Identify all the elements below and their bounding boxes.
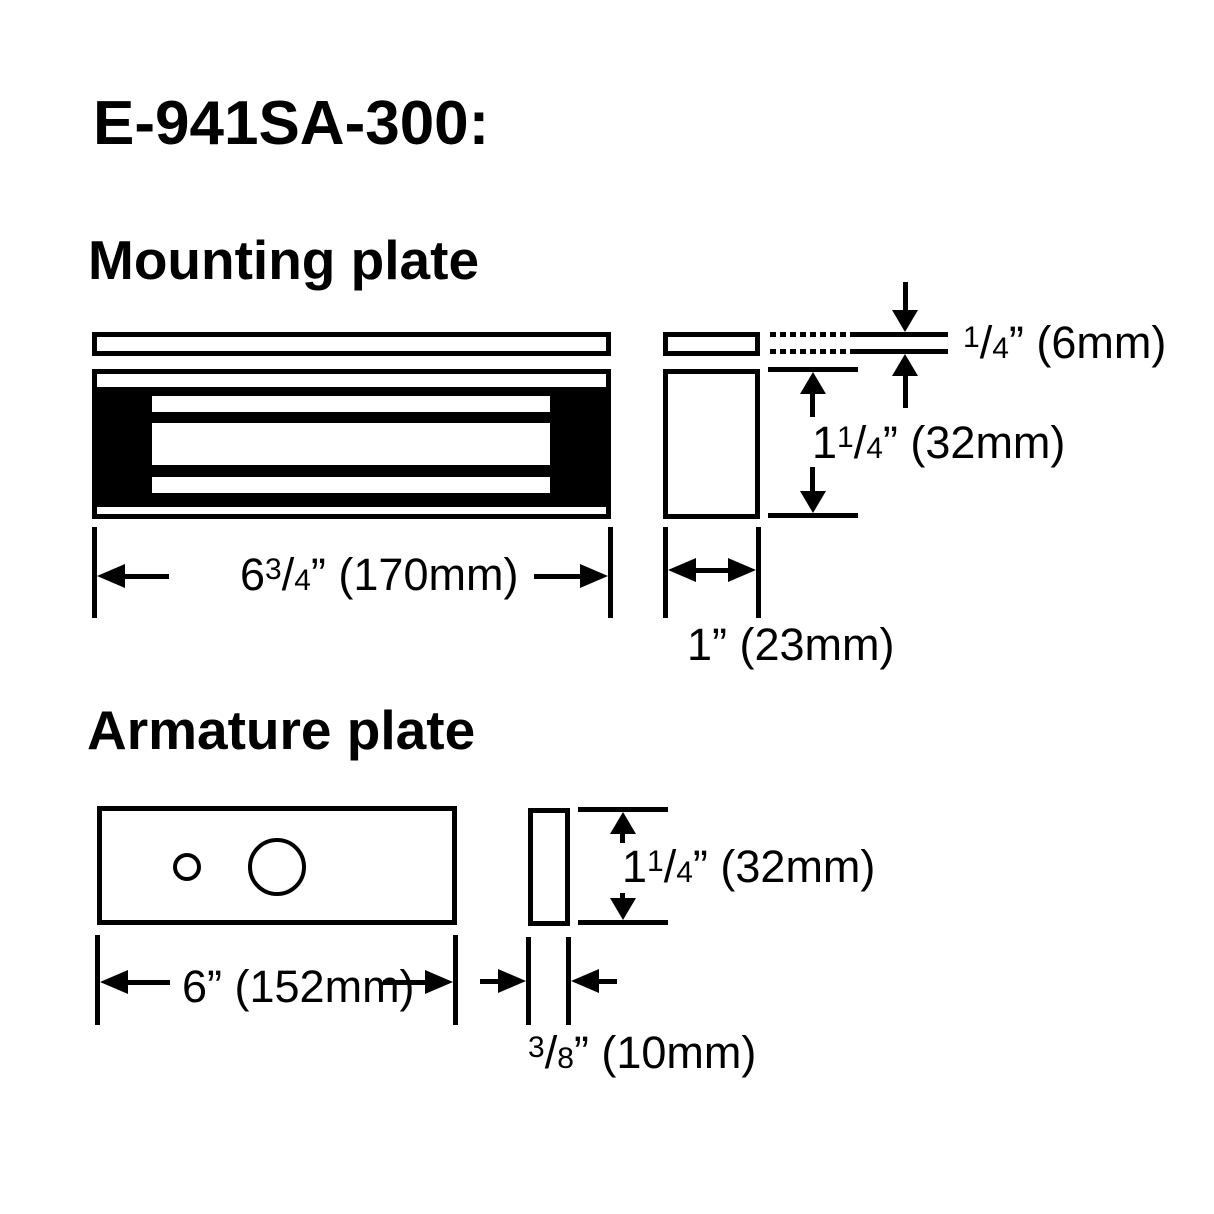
dim-label-armature-width: 6” (152mm) (182, 964, 415, 1009)
arrow-shaft (480, 979, 500, 984)
fraction-denominator: 4 (294, 564, 311, 597)
magnet-lamination-bar-middle (152, 423, 550, 465)
arrowhead-right (425, 970, 453, 994)
width-ext-line-left (92, 527, 97, 618)
thickness-dim-line-top (850, 332, 948, 337)
arrowhead-left (97, 564, 125, 588)
dim-unit-text: ” (6mm) (1008, 317, 1167, 368)
fraction-slash: / (281, 549, 295, 600)
armature-width-ext-line-right (453, 935, 458, 1025)
arrow-shaft (383, 980, 427, 985)
dim-whole-number: 1 (812, 417, 838, 468)
fraction-denominator: 4 (992, 332, 1009, 365)
arrowhead-right (498, 969, 526, 993)
arrowhead-right (728, 558, 756, 582)
dim-label-armature-height: 11/4” (32mm) (622, 844, 875, 889)
arrowhead-right (580, 564, 608, 588)
armature-height-ext-line-top (578, 807, 668, 812)
fraction-slash: / (979, 317, 993, 368)
dim-unit-text: ” (170mm) (310, 549, 519, 600)
arrow-shaft (126, 980, 170, 985)
depth-ext-line-right (756, 527, 761, 618)
arrow-shaft (620, 893, 625, 902)
dim-whole-number: 6 (240, 549, 266, 600)
mounting-side-body (663, 369, 760, 519)
arrowhead-down (892, 310, 918, 332)
arrowhead-down (800, 491, 826, 513)
dim-whole-number: 1 (622, 841, 648, 892)
arrow-shaft (810, 392, 815, 417)
dotted-extension-line-top (770, 332, 850, 337)
arrow-shaft (123, 574, 169, 579)
depth-ext-line-left (663, 527, 668, 618)
fraction-slash: / (853, 417, 867, 468)
dim-whole-number: 1 (687, 619, 713, 670)
magnet-lamination-bar-top (152, 396, 550, 412)
magnet-lamination-bar-bottom (152, 477, 550, 493)
fraction-denominator: 4 (676, 856, 693, 889)
dim-unit-text: ” (32mm) (692, 841, 876, 892)
fraction-denominator: 8 (557, 1042, 574, 1075)
mounting-front-thin-plate (92, 332, 611, 356)
armature-hole-large (248, 838, 306, 896)
height-ext-line-top (768, 367, 858, 372)
arrow-shaft (903, 282, 908, 312)
armature-height-ext-line-bottom (578, 920, 668, 925)
armature-thickness-ext-line-left (526, 937, 531, 1025)
armature-thickness-ext-line-right (566, 937, 571, 1025)
dim-label-mounting-thickness: 1/4” (6mm) (963, 320, 1166, 365)
mounting-side-thin-plate (663, 332, 760, 356)
dim-unit-text: ” (32mm) (882, 417, 1066, 468)
thickness-dim-line-bottom (850, 349, 948, 354)
arrow-shaft (597, 979, 617, 984)
dim-label-mounting-depth: 1” (23mm) (687, 622, 895, 667)
armature-hole-small (173, 853, 201, 881)
fraction-slash: / (544, 1027, 558, 1078)
dotted-extension-line-bottom (770, 349, 850, 354)
arrow-shaft (903, 374, 908, 408)
page-title: E-941SA-300: (93, 89, 490, 158)
width-ext-line-right (608, 527, 613, 618)
dim-unit-text: ” (152mm) (207, 961, 415, 1012)
fraction-numerator: 3 (528, 1031, 545, 1064)
dim-label-armature-thickness: 3/8” (10mm) (528, 1030, 756, 1075)
fraction-numerator: 1 (837, 421, 854, 454)
dim-label-mounting-width: 63/4” (170mm) (240, 552, 518, 597)
fraction-numerator: 3 (265, 553, 282, 586)
arrowhead-down (610, 898, 636, 920)
arrowhead-left (571, 969, 599, 993)
arrow-shaft (810, 467, 815, 493)
armature-plate-heading: Armature plate (87, 699, 476, 761)
arrow-shaft (694, 568, 730, 573)
arrowhead-up (610, 812, 636, 834)
arrow-shaft (534, 574, 580, 579)
fraction-numerator: 1 (647, 845, 664, 878)
height-ext-line-bottom (768, 513, 858, 518)
arrowhead-left (668, 558, 696, 582)
fraction-slash: / (663, 841, 677, 892)
armature-width-ext-line-left (95, 935, 100, 1025)
arrow-shaft (620, 831, 625, 843)
arrowhead-left (100, 970, 128, 994)
dim-unit-text: ” (23mm) (712, 619, 895, 670)
arrowhead-up (892, 354, 918, 376)
fraction-denominator: 4 (866, 432, 883, 465)
fraction-numerator: 1 (963, 321, 980, 354)
dim-label-mounting-height: 11/4” (32mm) (812, 420, 1065, 465)
dim-unit-text: ” (10mm) (573, 1027, 757, 1078)
armature-side-plate (528, 808, 570, 926)
mounting-plate-heading: Mounting plate (88, 229, 480, 291)
arrowhead-up (800, 372, 826, 394)
dim-whole-number: 6 (182, 961, 208, 1012)
